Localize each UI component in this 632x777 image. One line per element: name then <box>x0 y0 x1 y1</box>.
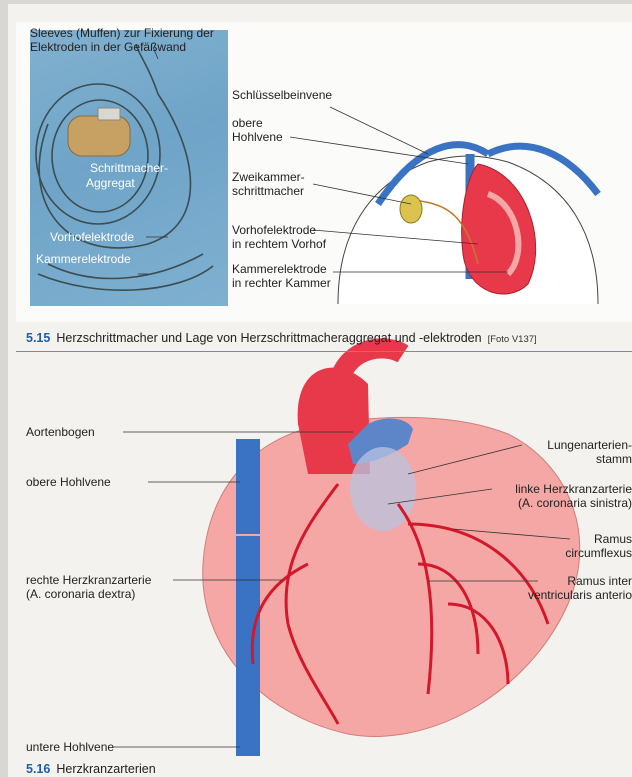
label-zweikammer-line2: schrittmacher <box>232 184 304 198</box>
label-linke-herzkranzarterie-line2: (A. coronaria sinistra) <box>518 496 632 510</box>
label-untere-hohlvene: untere Hohlvene <box>26 740 114 754</box>
caption-text: Herzkranzarterien <box>56 762 155 776</box>
label-schluesselbeinvene: Schlüsselbeinvene <box>232 88 332 102</box>
leader-lines <box>8 4 632 777</box>
label-rechte-herzkranzarterie-line2: (A. coronaria dextra) <box>26 587 135 601</box>
caption-5-15: 5.15 Herzschrittmacher und Lage von Herzs… <box>26 331 537 345</box>
label-vorhofelektrode-schema: Vorhofelektrode <box>232 223 316 237</box>
label-ramus-circumflexus-line2: circumflexus <box>565 546 632 560</box>
caption-rule-5-15 <box>16 351 632 352</box>
label-kammerelektrode-photo: Kammerelektrode <box>36 252 131 266</box>
label-ramus-circumflexus: Ramus <box>594 532 632 546</box>
label-ramus-interventricularis: Ramus inter <box>567 574 632 588</box>
label-obere-hohlvene: obere <box>232 116 263 130</box>
label-zweikammer: Zweikammer- <box>232 170 305 184</box>
label-ramus-interventricularis-line2: ventricularis anterio <box>528 588 632 602</box>
label-aggregat: Schrittmacher- <box>90 161 168 175</box>
label-sleeves-line2: Elektroden in der Gefäßwand <box>30 40 186 54</box>
caption-number: 5.15 <box>26 331 50 345</box>
label-linke-herzkranzarterie: linke Herzkranzarterie <box>515 482 632 496</box>
label-vorhofelektrode-photo: Vorhofelektrode <box>50 230 134 244</box>
label-obere-hohlvene-heart: obere Hohlvene <box>26 475 111 489</box>
caption-number: 5.16 <box>26 762 50 776</box>
label-vorhofelektrode-schema-line2: in rechtem Vorhof <box>232 237 326 251</box>
label-kammerelektrode-schema: Kammerelektrode <box>232 262 327 276</box>
caption-credit: [Foto V137] <box>488 334 537 345</box>
label-aggregat-line2: Aggregat <box>86 176 135 190</box>
label-lungenarterienstamm: Lungenarterien- <box>547 438 632 452</box>
textbook-page: Sleeves (Muffen) zur Fixierung der Elekt… <box>8 4 632 777</box>
caption-text: Herzschrittmacher und Lage von Herzschri… <box>56 331 481 345</box>
label-sleeves: Sleeves (Muffen) zur Fixierung der <box>30 26 214 40</box>
label-kammerelektrode-schema-line2: in rechter Kammer <box>232 276 331 290</box>
caption-5-16: 5.16 Herzkranzarterien <box>26 762 156 776</box>
label-lungenarterienstamm-line2: stamm <box>596 452 632 466</box>
label-rechte-herzkranzarterie: rechte Herzkranzarterie <box>26 573 151 587</box>
label-obere-hohlvene-line2: Hohlvene <box>232 130 283 144</box>
label-aortenbogen: Aortenbogen <box>26 425 95 439</box>
